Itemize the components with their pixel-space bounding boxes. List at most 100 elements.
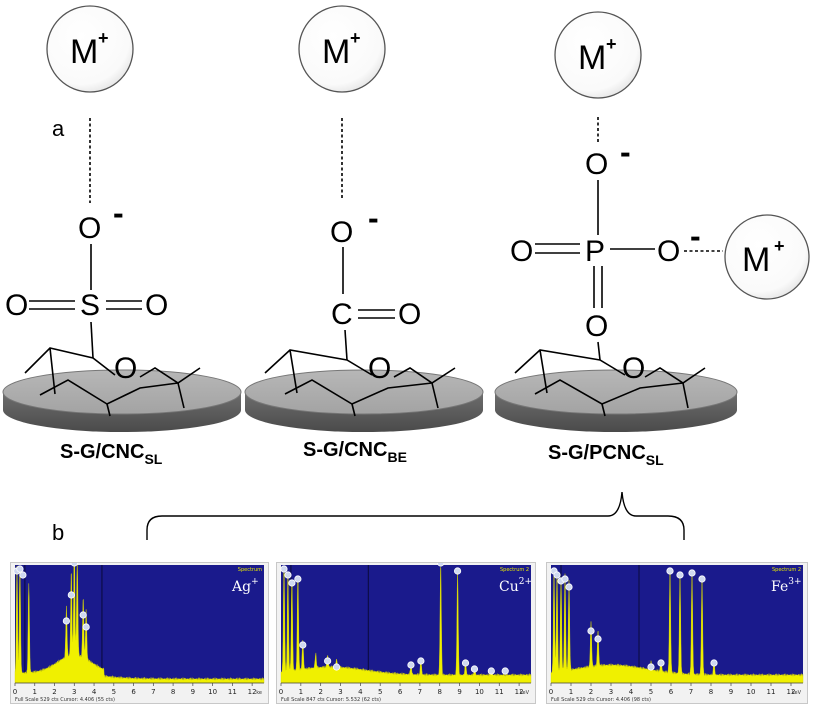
metal-ion-3: M + bbox=[554, 11, 642, 99]
element-charge: 3+ bbox=[788, 577, 801, 587]
plot-area bbox=[281, 565, 531, 683]
atom-o-anion-top: O bbox=[585, 148, 608, 181]
peak-marker bbox=[299, 641, 307, 649]
caption-2-main: S-G/CNC bbox=[303, 439, 387, 461]
x-unit: keV bbox=[792, 690, 802, 696]
metal-ion-1: M + bbox=[46, 5, 134, 93]
element-charge: 2+ bbox=[519, 577, 532, 587]
ion-charge: + bbox=[98, 28, 109, 48]
cnc-disc-2 bbox=[244, 369, 484, 432]
brace bbox=[146, 491, 685, 540]
anion-charge: - bbox=[113, 195, 124, 231]
footer-text: Full Scale 529 cts Cursor: 4.406 (55 cts… bbox=[15, 697, 115, 703]
peak-marker bbox=[698, 575, 706, 583]
element-symbol: Fe bbox=[771, 579, 788, 595]
x-tick-label: 3 bbox=[72, 688, 76, 696]
atom-o-left: O bbox=[510, 235, 533, 268]
x-tick-label: 8 bbox=[709, 688, 713, 696]
ion-charge: + bbox=[774, 236, 785, 256]
panel-label-a: a bbox=[52, 116, 65, 141]
x-tick-label: 11 bbox=[228, 688, 237, 696]
x-tick-label: 11 bbox=[767, 688, 776, 696]
peak-marker bbox=[288, 579, 296, 587]
atom-c: C bbox=[331, 298, 353, 331]
phosphate-structure: M + O - O P O - M + O bbox=[494, 11, 810, 468]
peak-marker bbox=[417, 657, 425, 665]
x-tick-label: 11 bbox=[495, 688, 504, 696]
plot-area bbox=[551, 565, 803, 683]
peak-marker bbox=[594, 635, 602, 643]
peak-marker bbox=[407, 661, 415, 669]
x-tick-label: 2 bbox=[318, 688, 322, 696]
x-tick-label: 5 bbox=[649, 688, 653, 696]
atom-p: P bbox=[585, 235, 605, 268]
atom-o-anion: O bbox=[78, 212, 101, 245]
x-tick-label: 7 bbox=[418, 688, 422, 696]
x-tick-label: 8 bbox=[437, 688, 441, 696]
x-tick-label: 9 bbox=[191, 688, 195, 696]
atom-o-double: O bbox=[398, 298, 421, 331]
spectrum-fill bbox=[280, 567, 532, 684]
footer-text: Full Scale 529 cts Cursor: 4.406 (98 cts… bbox=[551, 697, 651, 703]
element-label: Fe3+ bbox=[771, 577, 802, 595]
peak-marker bbox=[501, 667, 509, 675]
metal-ion-2: M + bbox=[298, 5, 386, 93]
caption-3-main: S-G/PCNC bbox=[548, 442, 646, 464]
x-unit: ke bbox=[256, 690, 262, 696]
atom-o-anion: O bbox=[330, 216, 353, 249]
peak-marker bbox=[16, 565, 24, 573]
caption-3: S-G/PCNCSL bbox=[548, 442, 664, 468]
ion-symbol: M bbox=[322, 33, 350, 71]
peak-marker bbox=[324, 657, 332, 665]
x-tick-label: 5 bbox=[112, 688, 116, 696]
x-tick-label: 6 bbox=[131, 688, 136, 696]
x-tick-label: 1 bbox=[299, 688, 303, 696]
ion-symbol: M bbox=[742, 241, 770, 279]
x-tick-label: 12 bbox=[787, 688, 796, 696]
atom-o-left: O bbox=[5, 289, 28, 322]
x-tick-label: 2 bbox=[52, 688, 56, 696]
x-tick-label: 1 bbox=[33, 688, 37, 696]
peak-marker bbox=[561, 575, 569, 583]
anion-charge-right: - bbox=[690, 218, 701, 254]
spectrum-tag: Spectrum bbox=[238, 567, 262, 573]
x-tick-label: 0 bbox=[13, 688, 17, 696]
peak-marker bbox=[553, 571, 561, 579]
spectrum-fill bbox=[550, 571, 804, 684]
peak-marker bbox=[79, 611, 87, 619]
spectrum-tag: Spectrum 2 bbox=[500, 567, 529, 573]
x-tick-label: 4 bbox=[92, 688, 97, 696]
x-tick-label: 3 bbox=[338, 688, 342, 696]
x-tick-label: 7 bbox=[151, 688, 155, 696]
sulfonate-structure: M + O - O S O O S-G/CNCSL bbox=[2, 5, 242, 467]
x-tick-label: 4 bbox=[629, 688, 634, 696]
metal-ion-4: M + bbox=[724, 214, 810, 300]
peak-marker bbox=[70, 563, 78, 567]
anion-charge-top: - bbox=[620, 134, 631, 170]
caption-2-sub: BE bbox=[387, 449, 406, 465]
spectrum-fill bbox=[14, 564, 265, 684]
peak-marker bbox=[461, 659, 470, 667]
ion-symbol: M bbox=[578, 39, 606, 77]
peak-marker bbox=[657, 659, 665, 667]
caption-1-sub: SL bbox=[144, 451, 162, 467]
x-tick-label: 9 bbox=[457, 688, 461, 696]
x-tick-label: 4 bbox=[358, 688, 363, 696]
peak-marker bbox=[470, 665, 479, 673]
peak-marker bbox=[666, 567, 674, 575]
peak-marker bbox=[688, 569, 696, 577]
x-tick-label: 2 bbox=[589, 688, 593, 696]
caption-3-sub: SL bbox=[646, 452, 664, 468]
peak-marker bbox=[565, 583, 573, 591]
element-symbol: Cu bbox=[499, 579, 519, 595]
x-tick-label: 10 bbox=[747, 688, 756, 696]
peak-marker bbox=[284, 571, 292, 579]
peak-marker bbox=[294, 575, 302, 583]
atom-o-ring: O bbox=[622, 352, 645, 385]
caption-2: S-G/CNCBE bbox=[303, 439, 407, 465]
